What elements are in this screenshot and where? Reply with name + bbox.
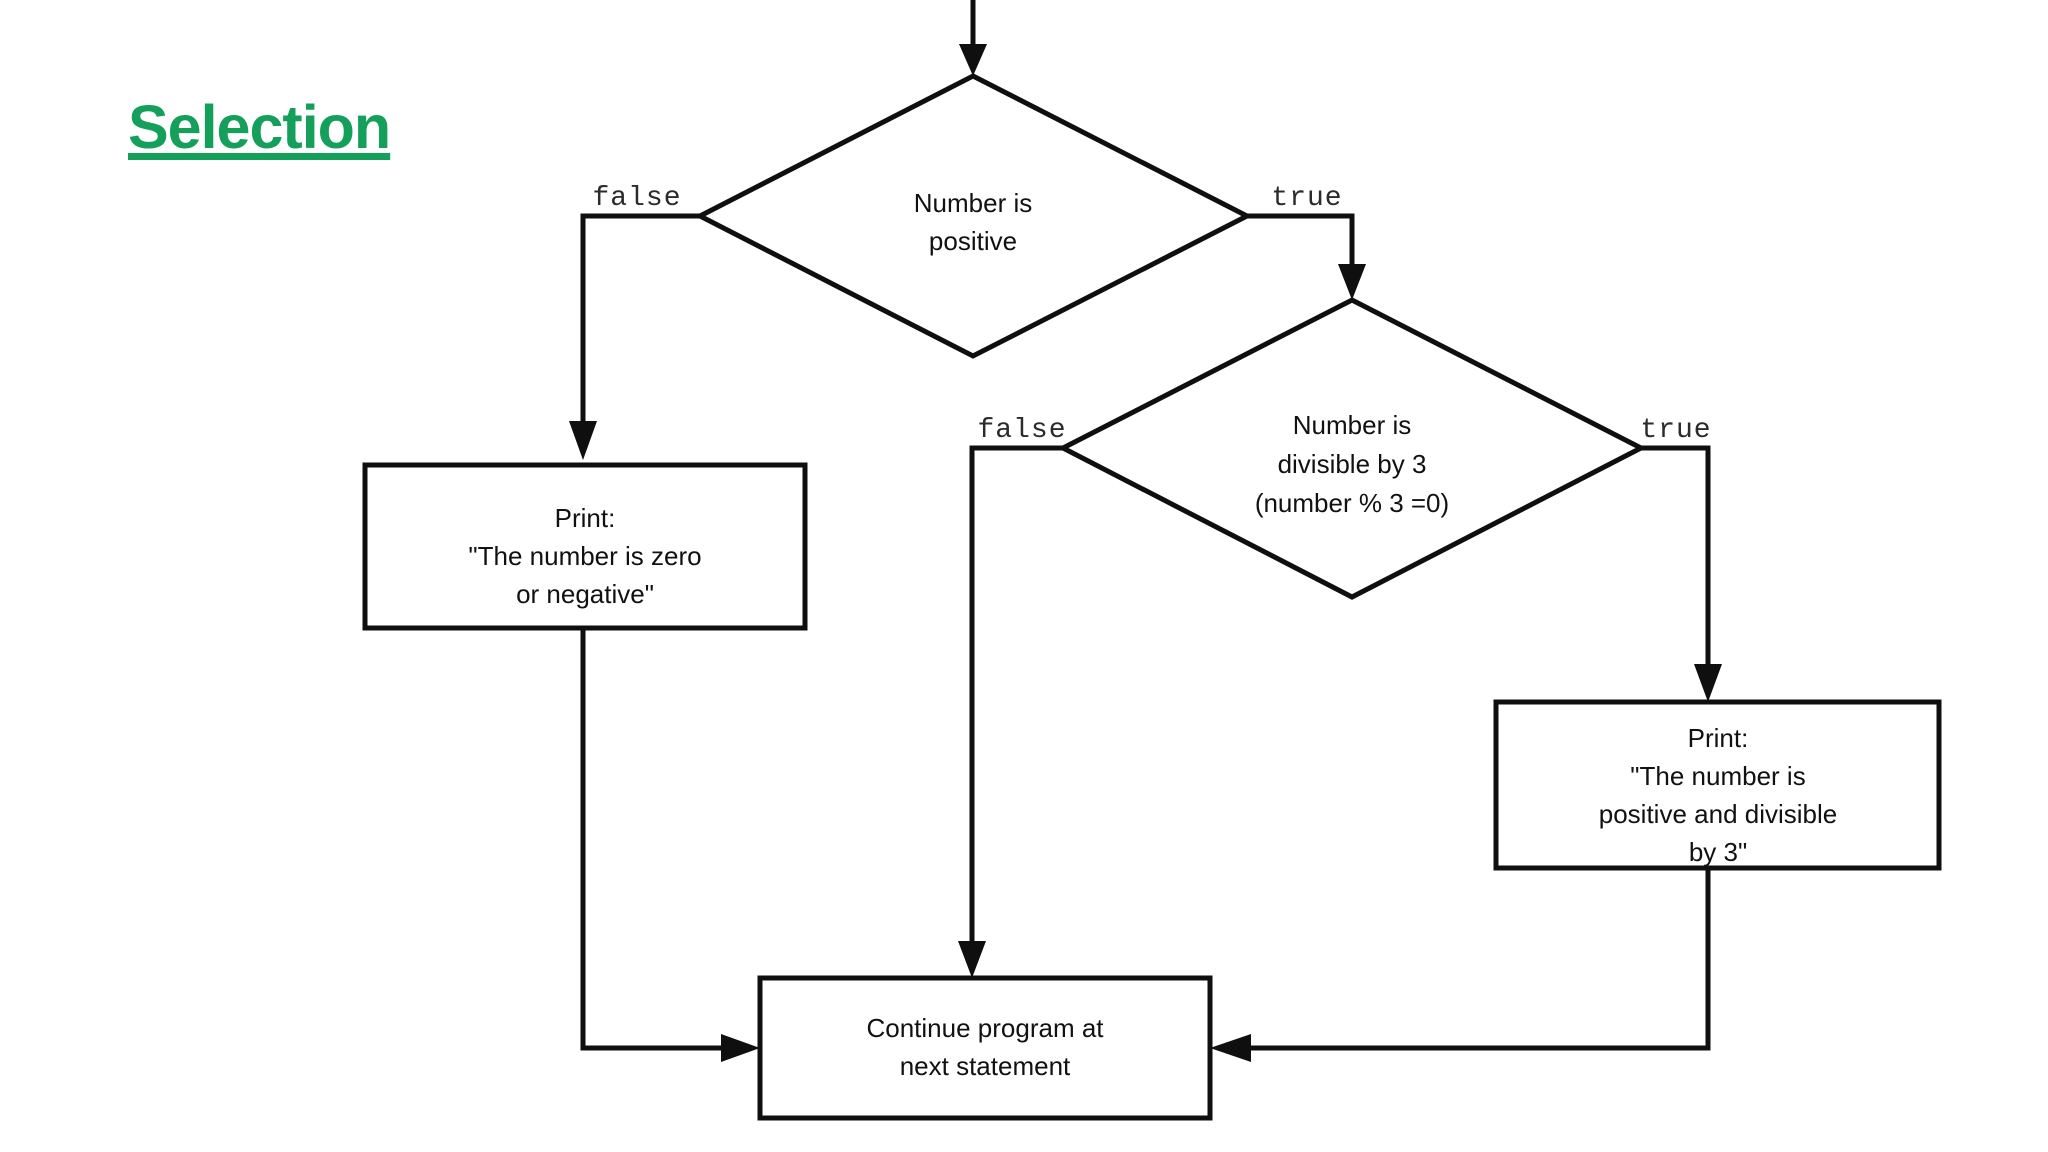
edge-positive-true: [1247, 213, 1366, 300]
edge-divisible-false: [958, 445, 1063, 978]
decision-divisible-line2: divisible by 3: [1278, 449, 1427, 479]
edge-label-divisible-true: true: [1640, 415, 1711, 446]
edge-label-divisible-false: false: [977, 415, 1066, 446]
edge-print-positive-to-continue: [1210, 868, 1711, 1062]
edge-print-zero-to-continue: [580, 628, 760, 1062]
print-positive-line1: Print:: [1688, 723, 1749, 753]
edge-entry: [959, 0, 987, 76]
decision-number-divisible-by-3[interactable]: Number is divisible by 3 (number % 3 =0): [1057, 297, 1647, 600]
process-print-zero-or-negative[interactable]: Print: "The number is zero or negative": [362, 462, 808, 631]
edge-positive-false: [569, 213, 700, 460]
process-continue-program[interactable]: Continue program at next statement: [757, 975, 1213, 1121]
page-title: Selection: [128, 93, 391, 161]
print-positive-line2: "The number is: [1630, 761, 1805, 791]
continue-program-line2: next statement: [900, 1051, 1071, 1081]
edge-divisible-true: [1641, 445, 1722, 702]
print-zero-line1: Print:: [555, 503, 616, 533]
print-positive-line4: by 3": [1689, 837, 1747, 867]
print-zero-line2: "The number is zero: [468, 541, 701, 571]
print-positive-line3: positive and divisible: [1599, 799, 1837, 829]
decision-divisible-line3: (number % 3 =0): [1255, 488, 1449, 518]
process-print-positive-divisible[interactable]: Print: "The number is positive and divis…: [1493, 699, 1942, 871]
decision-divisible-line1: Number is: [1293, 410, 1411, 440]
continue-program-line1: Continue program at: [866, 1013, 1104, 1043]
decision-number-is-positive-line2: positive: [929, 226, 1017, 256]
print-zero-line3: or negative": [516, 579, 654, 609]
edge-label-positive-true: true: [1271, 183, 1342, 214]
decision-number-is-positive[interactable]: Number is positive: [694, 73, 1253, 359]
edge-label-positive-false: false: [592, 183, 681, 214]
decision-number-is-positive-line1: Number is: [914, 188, 1032, 218]
